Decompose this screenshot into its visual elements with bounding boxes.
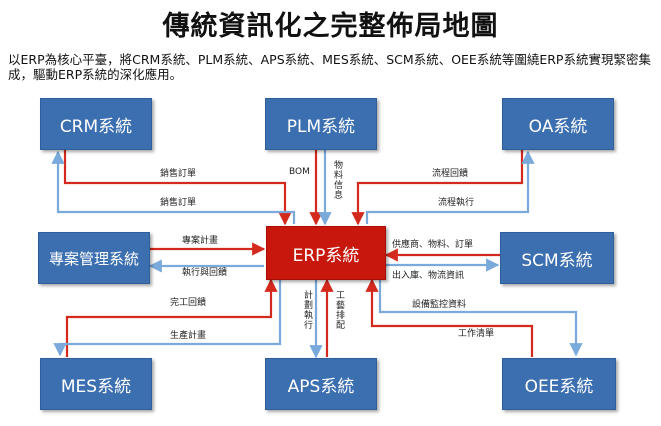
label-sales-order-in: 銷售訂單 <box>160 169 197 179</box>
label-inout-logistics: 出入庫、物流資訊 <box>392 271 465 281</box>
node-erp: ERP系統 <box>266 226 386 280</box>
node-crm: CRM系統 <box>40 98 152 150</box>
label-flow-feedback: 流程回饋 <box>432 169 469 179</box>
node-mes-label: MES系統 <box>60 376 132 397</box>
label-work-report: 完工回饋 <box>170 298 207 308</box>
node-oa: OA系統 <box>502 98 614 150</box>
node-crm-label: CRM系統 <box>59 116 133 137</box>
node-plm: PLM系統 <box>265 98 377 150</box>
node-oee-label: OEE系統 <box>524 376 594 397</box>
label-project-plan: 專案計畫 <box>182 236 219 246</box>
arrow-crm-to-erp <box>63 150 292 226</box>
node-mes: MES系統 <box>40 358 152 410</box>
node-oee: OEE系統 <box>502 358 616 410</box>
node-project: 專案管理系統 <box>38 232 150 284</box>
arrow-oee-to-erp <box>365 278 534 357</box>
arrow-erp-to-oee <box>378 280 583 357</box>
node-project-label: 專案管理系統 <box>48 249 139 268</box>
arrow-mes-to-erp <box>65 278 278 357</box>
arrow-erp-to-mes <box>53 280 282 357</box>
label-plan-execute: 計劃執行 <box>302 290 312 330</box>
label-supplier-info: 供應商、物料、訂單 <box>392 240 474 250</box>
label-work-order: 工作清單 <box>458 329 495 339</box>
page-title: 傳統資訊化之完整佈局地圖 <box>162 11 499 42</box>
label-bom: BOM <box>289 167 310 177</box>
label-flow-execute: 流程執行 <box>438 198 475 208</box>
label-execute-feedback: 執行與回饋 <box>182 268 228 278</box>
node-aps: APS系統 <box>265 358 377 410</box>
node-scm: SCM系統 <box>500 232 614 284</box>
node-scm-label: SCM系統 <box>521 250 593 271</box>
node-oa-label: OA系統 <box>528 116 588 137</box>
node-erp-label: ERP系統 <box>292 245 360 266</box>
label-material-info: 物料信息 <box>332 160 342 200</box>
arrow-erp-to-oa <box>365 150 535 224</box>
page-description: 以ERP為核心平臺，將CRM系統、PLM系統、APS系統、MES系統、SCM系統… <box>8 52 651 82</box>
node-aps-label: APS系統 <box>287 376 355 397</box>
node-plm-label: PLM系統 <box>286 116 356 137</box>
arrow-erp-to-crm <box>51 150 296 224</box>
label-sales-order-out: 銷售訂單 <box>160 198 197 208</box>
label-process-schedule: 工藝排配 <box>334 290 344 330</box>
label-equipment-data: 設備監控資料 <box>412 300 467 310</box>
arrow-oa-to-erp <box>351 150 524 226</box>
label-production-plan: 生產計畫 <box>170 331 207 341</box>
